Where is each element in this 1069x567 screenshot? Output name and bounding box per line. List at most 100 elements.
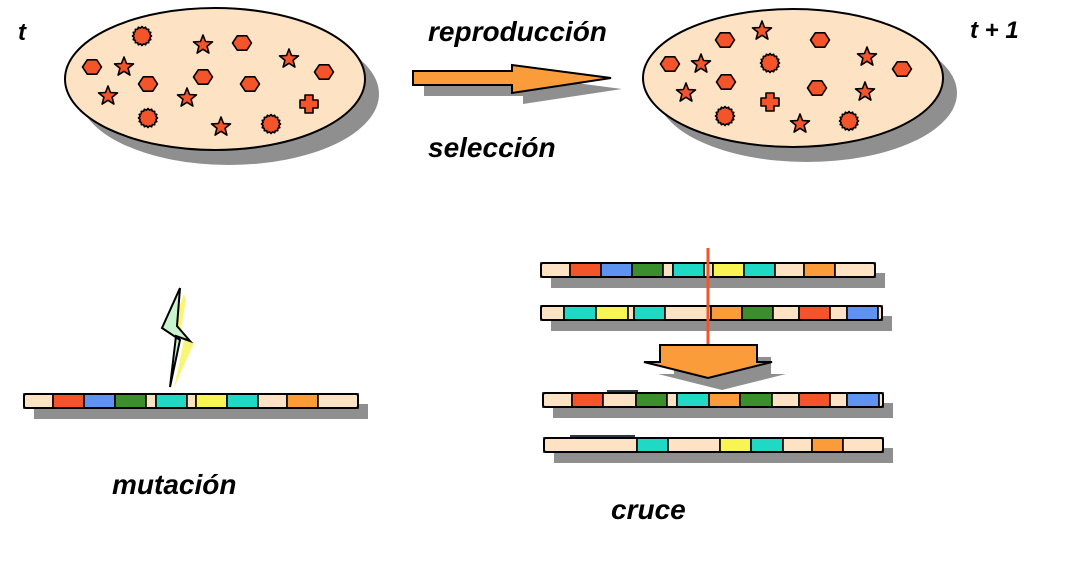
gene-R: [798, 305, 831, 321]
gene-P: [540, 262, 571, 278]
gene-P: [257, 393, 288, 409]
gene-P: [186, 393, 197, 409]
gene-P: [317, 393, 359, 409]
gene-P: [23, 393, 54, 409]
sun-individual-icon: [714, 105, 736, 127]
parent-1-chromosome: [540, 262, 885, 288]
gene-P: [664, 305, 712, 321]
gene-G: [114, 393, 147, 409]
gene-G: [635, 392, 668, 408]
population-t: [64, 7, 379, 165]
star-individual-icon: [278, 48, 300, 68]
gene-P: [667, 437, 721, 453]
crossover-arrow: [643, 344, 786, 390]
gene-O: [286, 393, 319, 409]
gene-G: [739, 392, 773, 408]
gene-R: [798, 392, 831, 408]
child-1-chromosome: [542, 392, 893, 418]
hex-individual-icon: [809, 31, 831, 49]
child-2-chromosome: [543, 437, 893, 463]
gene-O: [710, 305, 743, 321]
crossover-label: cruce: [611, 494, 686, 525]
gene-O: [811, 437, 844, 453]
population-t1-ellipse: [642, 8, 944, 148]
gene-P: [774, 262, 805, 278]
gene-O: [708, 392, 741, 408]
gene-Y: [595, 305, 629, 321]
gene-B: [83, 393, 116, 409]
population-t1-individuals: [659, 20, 913, 133]
chromosome-outline: [540, 305, 883, 321]
star-individual-icon: [856, 46, 878, 66]
gene-P: [829, 392, 848, 408]
population-t-individuals: [81, 25, 335, 136]
gene-B: [600, 262, 633, 278]
mutation-section: mutación: [23, 287, 368, 500]
selection-label: selección: [428, 132, 556, 163]
down-arrow-icon: [643, 344, 773, 380]
star-individual-icon: [854, 81, 876, 101]
star-individual-icon: [210, 116, 232, 136]
gene-P: [842, 437, 884, 453]
cross-individual-icon: [299, 94, 319, 114]
gene-C: [676, 392, 710, 408]
gene-B: [846, 392, 880, 408]
chromosome-outline: [543, 437, 884, 453]
hex-individual-icon: [137, 76, 159, 92]
star-individual-icon: [97, 85, 119, 105]
star-individual-icon: [113, 56, 135, 76]
gene-P: [602, 392, 637, 408]
gene-Y: [712, 262, 745, 278]
hex-individual-icon: [239, 76, 261, 92]
sun-individual-icon: [137, 107, 159, 129]
gene-P: [542, 392, 573, 408]
star-individual-icon: [675, 82, 697, 102]
chromosome-outline: [23, 393, 359, 409]
gene-P: [145, 393, 157, 409]
gene-P: [834, 262, 876, 278]
gene-P: [662, 262, 674, 278]
gene-Y: [195, 393, 228, 409]
hex-individual-icon: [806, 80, 828, 96]
hex-individual-icon: [313, 64, 335, 80]
star-individual-icon: [176, 87, 198, 107]
hex-individual-icon: [231, 34, 253, 52]
star-individual-icon: [192, 34, 214, 54]
time-t1-label: t + 1: [970, 17, 1019, 44]
sun-individual-icon: [759, 52, 781, 74]
hex-individual-icon: [891, 60, 913, 77]
star-individual-icon: [789, 113, 811, 133]
gene-C: [743, 262, 776, 278]
hex-individual-icon: [659, 55, 681, 72]
cross-individual-icon: [760, 92, 780, 112]
gene-C: [636, 437, 669, 453]
sun-individual-icon: [838, 110, 860, 132]
gene-P: [771, 392, 800, 408]
crossover-section: cruce: [540, 248, 893, 525]
gene-P: [782, 437, 813, 453]
gene-G: [741, 305, 774, 321]
hex-individual-icon: [192, 69, 214, 85]
gene-O: [803, 262, 836, 278]
sun-individual-icon: [131, 25, 153, 47]
gene-C: [750, 437, 784, 453]
hex-individual-icon: [715, 74, 737, 90]
gene-R: [571, 392, 604, 408]
reproduction-label: reproducción: [428, 16, 607, 47]
mutation-chromosome: [23, 393, 368, 419]
sun-individual-icon: [260, 113, 282, 135]
parent-2-chromosome: [540, 305, 892, 331]
gene-P: [627, 305, 635, 321]
star-individual-icon: [751, 20, 773, 40]
gene-P: [666, 392, 678, 408]
lightning-bolt-icon: [160, 287, 194, 388]
gene-Y: [719, 437, 752, 453]
gene-C: [672, 262, 705, 278]
population-t1: [642, 8, 957, 162]
reproduction-arrow: [412, 63, 622, 104]
gene-P: [829, 305, 848, 321]
gene-B: [846, 305, 879, 321]
gene-P: [540, 305, 565, 321]
gene-C: [563, 305, 597, 321]
mutation-label: mutación: [112, 469, 236, 500]
